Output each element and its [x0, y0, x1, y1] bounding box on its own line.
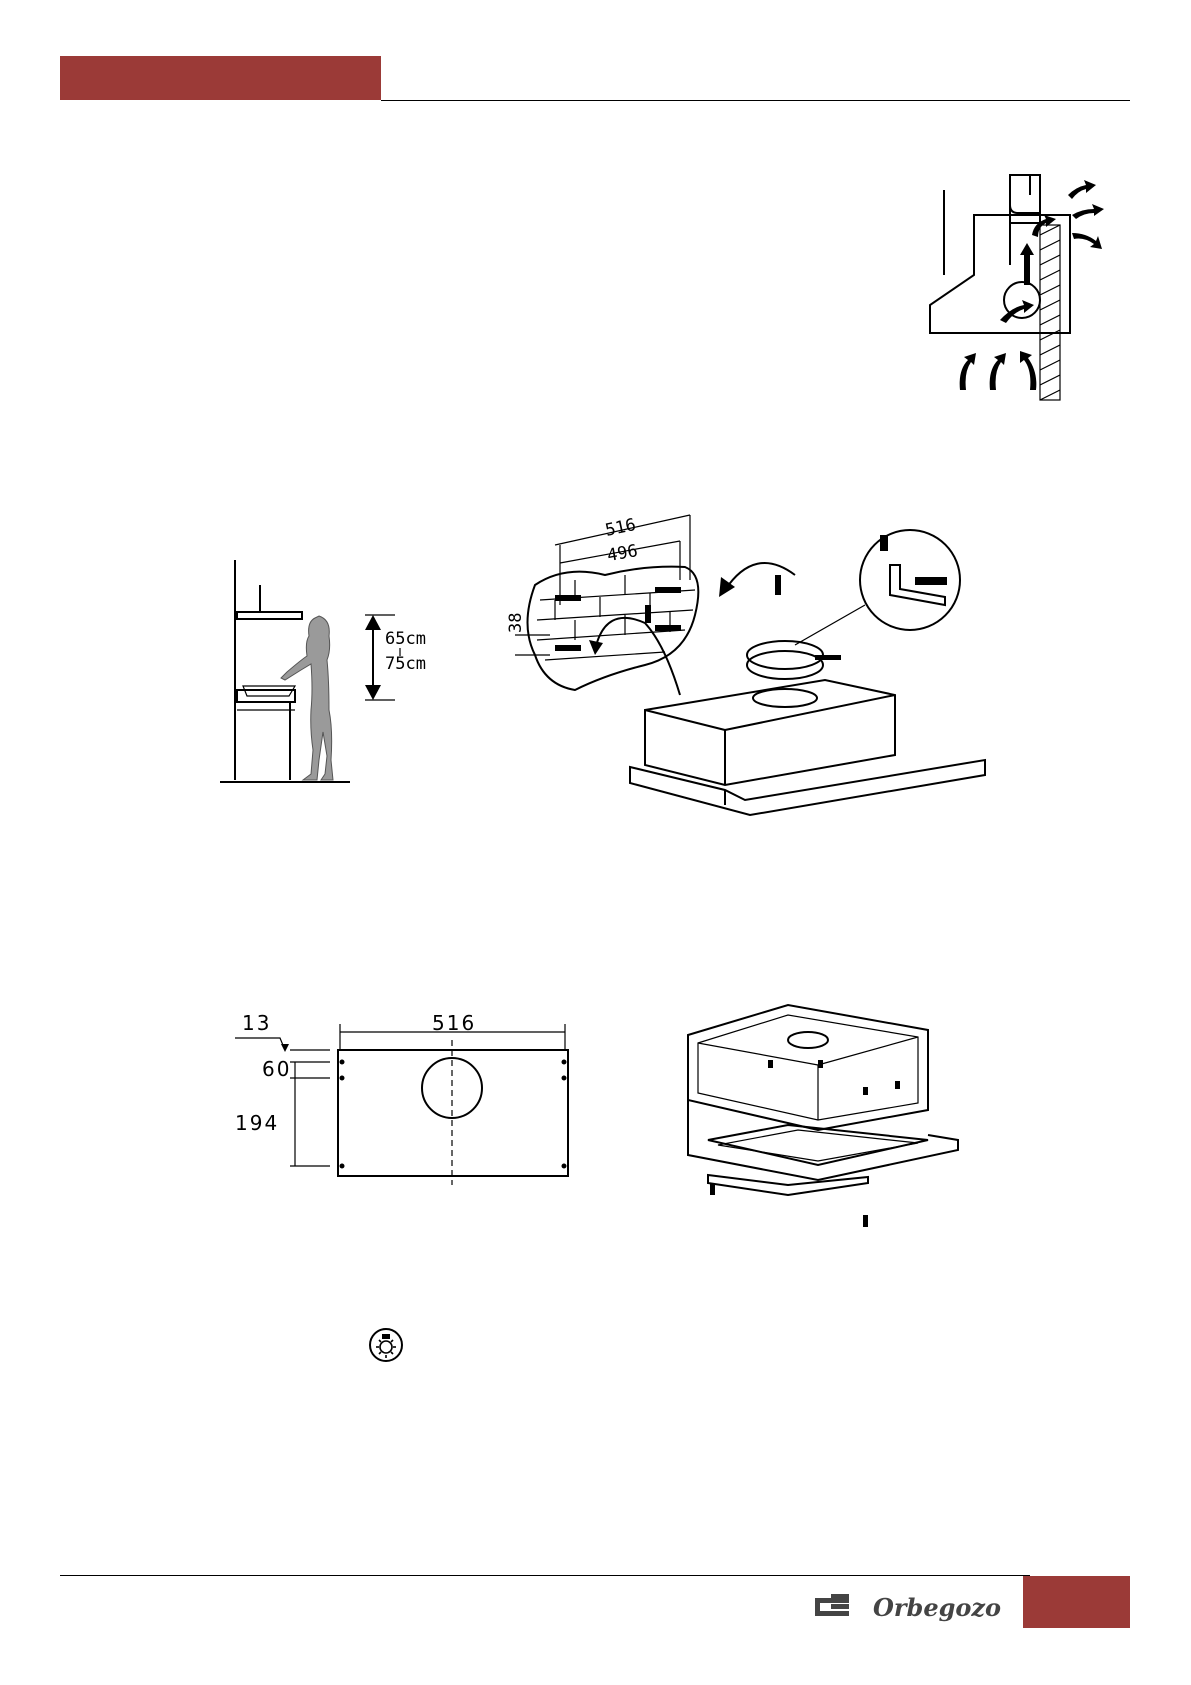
header-accent-bar: [60, 56, 381, 100]
brand-logo: Orbegozo: [815, 1588, 1015, 1624]
height-min-label: 65cm: [385, 629, 426, 649]
light-bulb-icon: [368, 1327, 404, 1363]
hood-underside-diagram-icon: [688, 1005, 958, 1235]
dim-top-label: 60: [262, 1057, 291, 1081]
airflow-diagram-icon: [920, 175, 1120, 405]
brand-name: Orbegozo: [873, 1593, 1001, 1622]
header-rule: [381, 100, 1130, 101]
dim-inner-label: 496: [606, 541, 640, 566]
footer-accent-bar: [1023, 1576, 1130, 1628]
dim-height-label: 38: [506, 613, 526, 633]
wall-mount-diagram: 516 496 38: [495, 505, 985, 825]
drilling-template-diagram: 13 516 60 194: [230, 1010, 590, 1190]
mounting-height-diagram: 65cm 75cm: [215, 560, 445, 790]
dim-offset-label: 13: [242, 1011, 271, 1035]
dim-outer-label: 516: [603, 515, 637, 541]
dim-side-label: 194: [235, 1111, 279, 1135]
height-max-label: 75cm: [385, 654, 426, 674]
footer-rule: [60, 1575, 1030, 1576]
